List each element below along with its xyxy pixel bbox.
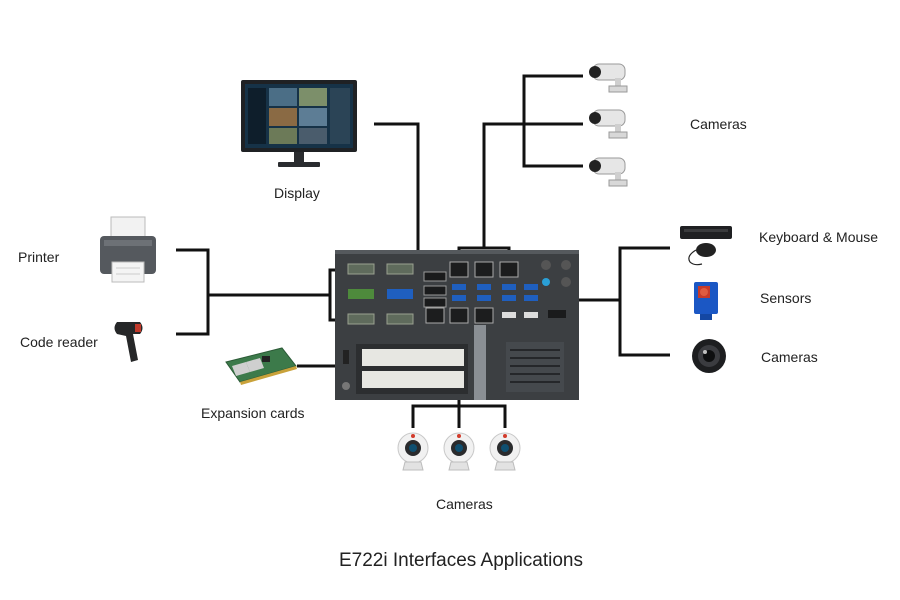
label-cameras-bottom: Cameras: [436, 496, 493, 512]
right-bracket: [618, 246, 670, 357]
diagram-title: E722i Interfaces Applications: [339, 550, 583, 571]
lens-camera-icon: [692, 339, 726, 373]
bullet-camera-icon: [589, 157, 628, 187]
label-cameras-right: Cameras: [761, 349, 818, 365]
printer-bracket: [176, 248, 210, 336]
cameras-top-trunk: [482, 122, 524, 248]
e722i-device: [335, 250, 579, 400]
label-printer: Printer: [18, 249, 60, 265]
bullet-camera-icon: [589, 63, 628, 93]
keyboard-mouse-icon: [680, 226, 732, 266]
expansion-card-icon: [225, 347, 297, 385]
dome-camera-icon: [489, 432, 521, 471]
label-sensors: Sensors: [760, 290, 812, 306]
label-keyboard-mouse: Keyboard & Mouse: [759, 229, 879, 245]
dome-camera-icon: [443, 432, 475, 471]
monitor-icon: [241, 80, 357, 167]
label-code-reader: Code reader: [20, 334, 98, 350]
bullet-camera-icon: [589, 109, 628, 139]
label-cameras-top: Cameras: [690, 116, 747, 132]
label-expansion-cards: Expansion cards: [201, 405, 305, 421]
cameras-top-bracket: [522, 74, 583, 168]
printer-icon: [100, 216, 156, 283]
barcode-scanner-icon: [114, 322, 143, 362]
label-display: Display: [274, 185, 320, 201]
sensor-icon: [694, 282, 718, 320]
dome-camera-icon: [397, 432, 429, 471]
